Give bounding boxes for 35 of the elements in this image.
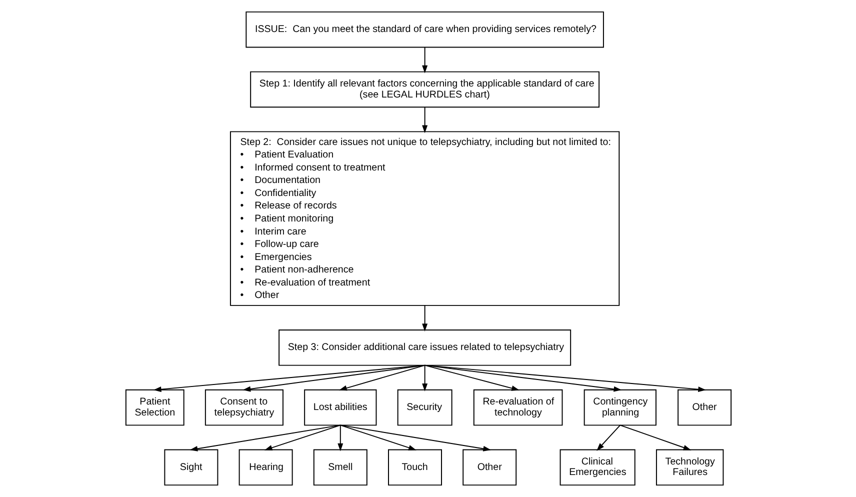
node-box: Patient Selection	[124, 389, 184, 426]
arrow	[424, 364, 622, 392]
arrow	[424, 364, 706, 392]
arrow	[422, 364, 428, 392]
arrow	[339, 424, 491, 452]
arrow	[338, 364, 425, 391]
arrow	[337, 424, 343, 452]
node-box: Technology Failures	[655, 449, 724, 486]
arrow	[339, 424, 416, 450]
arrow	[422, 46, 428, 74]
node-box: Lost abilities	[304, 389, 376, 426]
arrow	[422, 106, 428, 134]
node-box: Other	[462, 449, 516, 486]
arrow	[596, 424, 620, 451]
arrow	[619, 424, 691, 450]
arrow	[189, 424, 340, 452]
arrow	[422, 304, 428, 332]
node-box: Contingency planning	[583, 389, 656, 426]
node-box: Smell	[312, 449, 367, 486]
arrow	[152, 364, 425, 392]
node-box: Re-evaluation of technology	[472, 389, 562, 426]
node-box: Clinical Emergencies	[559, 449, 635, 486]
node-box: Touch	[388, 449, 442, 486]
node-box: ISSUE: Can you meet the standard of care when providing services remotely?	[245, 11, 604, 48]
arrow	[242, 364, 425, 392]
node-box: Step 3: Consider additional care issues related to telepsychiatry	[278, 329, 571, 366]
node-box: Other	[677, 389, 732, 426]
arrow	[264, 424, 340, 450]
node-box: Step 2: Consider care issues not unique to telepsychiatry, including but not limited to: • Patient Evaluation • Informed consent to treatment • Documentation • Confidentiality • Release of records • Patient monitoring • Interim care • Follow-up care • Emergencies • Patient non-adherence • Re-evaluation of treatment • Other	[229, 131, 620, 306]
node-box: Consent to telepsychiatry	[204, 389, 283, 426]
arrow	[424, 364, 519, 391]
node-box: Sight	[164, 449, 218, 486]
node-box: Security	[396, 389, 452, 426]
node-box: Hearing	[238, 449, 292, 486]
node-box: Step 1: Identify all relevant factors concerning the applicable standard of care (see LEGAL HURDLES chart)	[250, 71, 600, 108]
